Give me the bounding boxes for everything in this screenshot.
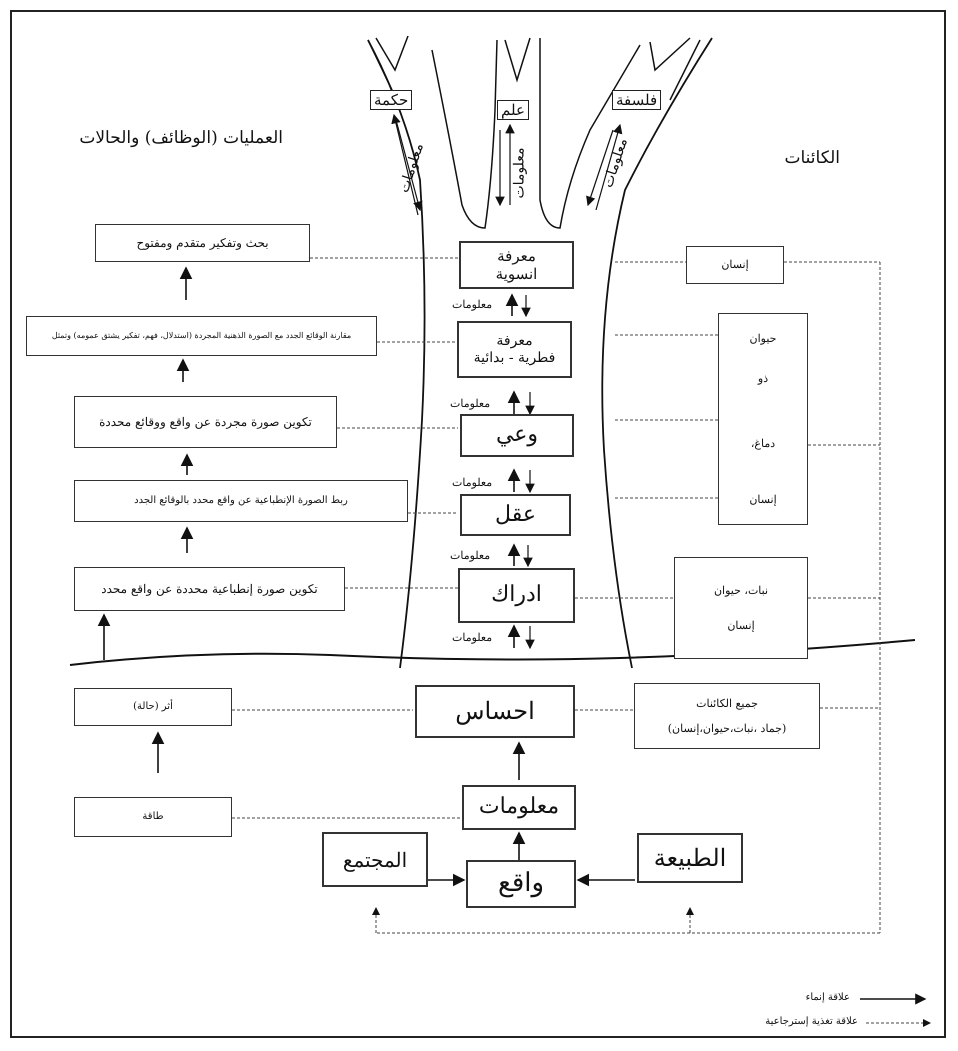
information-box: معلومات bbox=[462, 785, 576, 830]
all-beings-line2: (جماد ،نبات،حيوان،إنسان) bbox=[668, 722, 787, 735]
plant-animal-line2: إنسان bbox=[727, 619, 754, 632]
heading-beings: الكائنات bbox=[784, 148, 840, 168]
info-label: معلومات bbox=[452, 298, 492, 311]
human-knowledge-box: معرفة انسوية bbox=[459, 241, 574, 289]
human-label: إنسان bbox=[733, 493, 793, 506]
info-label: معلومات bbox=[452, 631, 492, 644]
effect-box: أثر (حالة) bbox=[74, 688, 232, 726]
human-box: إنسان bbox=[686, 246, 784, 284]
info-label: معلومات bbox=[450, 549, 490, 562]
with-label: ذو bbox=[733, 372, 793, 385]
nature-box: الطبيعة bbox=[637, 833, 743, 883]
info-label: معلومات bbox=[452, 476, 492, 489]
awareness-box: وعي bbox=[460, 414, 574, 457]
branch-science: علم bbox=[497, 100, 529, 120]
society-box: المجتمع bbox=[322, 832, 428, 887]
perception-box: ادراك bbox=[458, 568, 575, 623]
animal-brain-box: حيوان ذو دماغ، إنسان bbox=[718, 313, 808, 525]
branch-info-label: معلومات bbox=[512, 147, 528, 198]
branch-wisdom: حكمة bbox=[370, 90, 412, 110]
heading-processes: العمليات (الوظائف) والحالات bbox=[79, 128, 283, 148]
human-knowledge-line1: معرفة bbox=[497, 247, 536, 265]
sensation-box: احساس bbox=[415, 685, 575, 738]
mind-box: عقل bbox=[460, 494, 571, 536]
research-box: بحث وتفكير متقدم ومفتوح bbox=[95, 224, 310, 262]
innate-knowledge-box: معرفة فطرية - بدائية bbox=[457, 321, 572, 378]
energy-box: طاقة bbox=[74, 797, 232, 837]
abstract-image-box: تكوين صورة مجردة عن واقع ووقائع محددة bbox=[74, 396, 337, 448]
plant-animal-box: نبات، حيوان إنسان bbox=[674, 557, 808, 659]
innate-knowledge-line1: معرفة bbox=[496, 333, 532, 350]
plant-animal-line1: نبات، حيوان bbox=[714, 584, 768, 597]
info-label: معلومات bbox=[450, 397, 490, 410]
branch-philosophy: فلسفة bbox=[612, 90, 661, 110]
animal-label: حيوان bbox=[733, 332, 793, 345]
compare-box: مقارنة الوقائع الجدد مع الصورة الذهنية ا… bbox=[26, 316, 377, 356]
link-image-box: ربط الصورة الإنطباعية عن واقع محدد بالوق… bbox=[74, 480, 408, 522]
legend-feedback: علاقة تغذية إسترجاعية bbox=[765, 1016, 858, 1027]
legend-growth: علاقة إنماء bbox=[806, 992, 850, 1003]
brain-label: دماغ، bbox=[733, 437, 793, 450]
reality-box: واقع bbox=[466, 860, 576, 908]
innate-knowledge-line2: فطرية - بدائية bbox=[474, 350, 556, 367]
all-beings-box: جميع الكائنات (جماد ،نبات،حيوان،إنسان) bbox=[634, 683, 820, 749]
human-knowledge-line2: انسوية bbox=[496, 265, 538, 283]
impression-image-box: تكوين صورة إنطباعية محددة عن واقع محدد bbox=[74, 567, 345, 611]
all-beings-line1: جميع الكائنات bbox=[696, 697, 758, 710]
